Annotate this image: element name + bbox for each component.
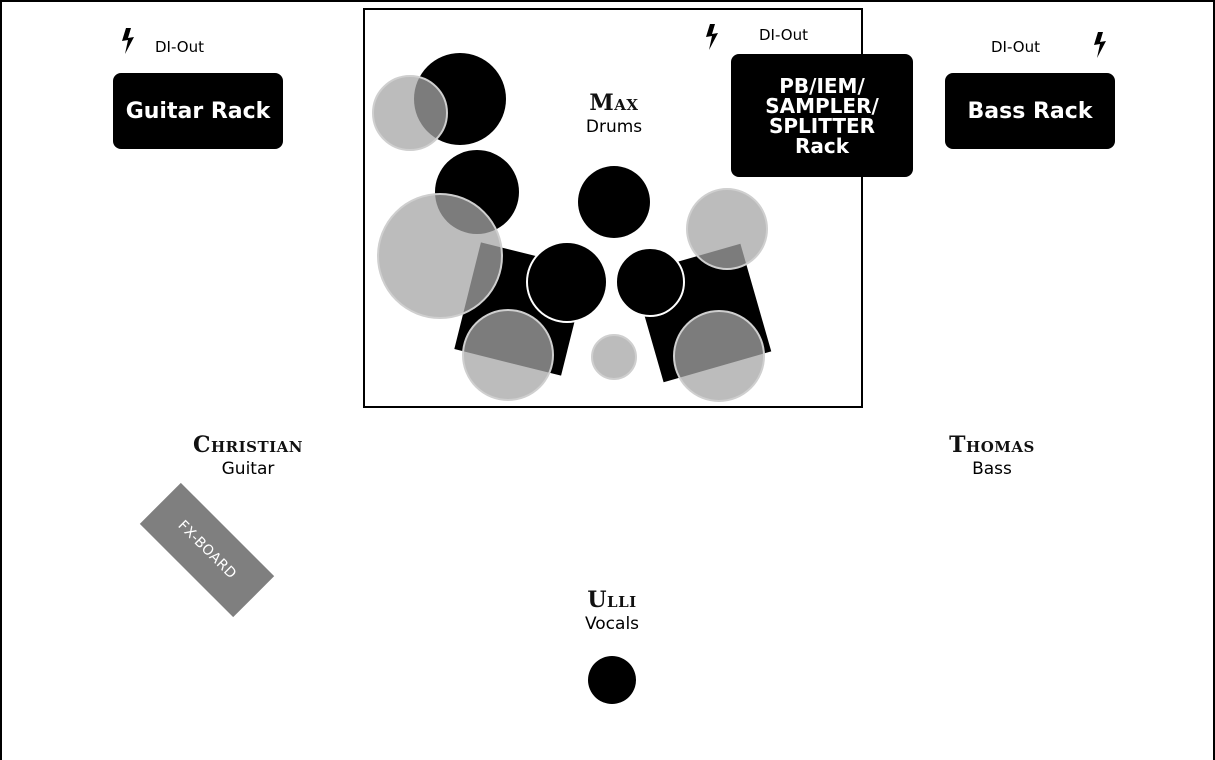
cymbal-hihat <box>372 75 448 151</box>
power-bolt-icon <box>1094 32 1106 58</box>
musician-role: Guitar <box>221 459 275 479</box>
di-out-label: DI-Out <box>991 38 1040 56</box>
bass-rack: Bass Rack <box>945 73 1115 149</box>
pb-iem-sampler-splitter-rack: PB/IEM/ SAMPLER/ SPLITTER Rack <box>731 54 913 177</box>
rack-label-line: SAMPLER/ <box>765 93 879 118</box>
musician-thomas: Thomas Bass <box>892 432 1092 480</box>
musician-name: Thomas <box>949 432 1035 458</box>
musician-name: Max <box>589 90 639 116</box>
cymbal-crash-left <box>462 309 554 401</box>
tom-right <box>615 247 685 317</box>
guitar-rack: Guitar Rack <box>113 73 283 149</box>
musician-name: Ulli <box>587 587 637 613</box>
cymbal-crash-right <box>673 310 765 402</box>
power-bolt-icon <box>706 24 718 50</box>
drum-riser <box>363 8 863 408</box>
cymbal-china <box>686 188 768 270</box>
musician-ulli: Ulli Vocals <box>512 587 712 635</box>
rack-label-line: Rack <box>794 133 850 158</box>
musician-name: Christian <box>192 432 304 458</box>
musician-role: Bass <box>972 459 1012 479</box>
musician-max: Max Drums <box>514 90 714 138</box>
musician-role: Vocals <box>584 614 640 634</box>
tom-left <box>526 241 608 323</box>
di-out-label: DI-Out <box>759 26 808 44</box>
di-out-label: DI-Out <box>155 38 204 56</box>
musician-christian: Christian Guitar <box>148 432 348 480</box>
cymbal-ride <box>377 193 503 319</box>
rack-label-line: SPLITTER <box>768 113 876 138</box>
vocal-mic-position <box>588 656 636 704</box>
power-bolt-icon <box>122 28 134 54</box>
cymbal-splash <box>591 334 637 380</box>
snare-drum <box>578 166 650 238</box>
musician-role: Drums <box>585 117 643 137</box>
rack-label-line: PB/IEM/ <box>779 73 865 98</box>
